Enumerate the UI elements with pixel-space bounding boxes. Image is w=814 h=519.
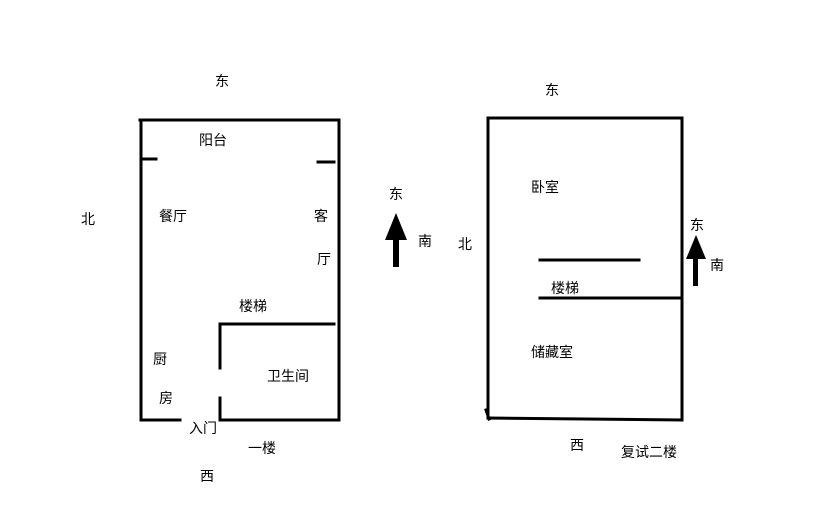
compass-side-label-1f: 南 <box>418 234 432 250</box>
room-dining: 餐厅 <box>159 209 187 225</box>
north-arrow-shaft <box>693 257 698 286</box>
direction-bottom-1f: 西 <box>200 469 214 485</box>
north-arrow-icon <box>385 213 407 240</box>
plan-1f: 东 北 西 阳台 餐厅 客 厅 楼梯 厨 房 卫生间 入门 一楼 东 南 <box>81 74 432 485</box>
room-stairs-1f: 楼梯 <box>239 299 267 315</box>
room-bathroom: 卫生间 <box>267 369 309 385</box>
wall-bottom <box>486 416 684 422</box>
caption-2f: 复试二楼 <box>621 444 677 461</box>
plan-1f-walls <box>138 118 341 422</box>
direction-top-2f: 东 <box>545 83 559 99</box>
wall-corner-tick <box>484 408 491 421</box>
direction-top-1f: 东 <box>215 74 229 90</box>
compass-1f: 东 南 <box>385 187 432 267</box>
caption-1f: 一楼 <box>248 441 276 457</box>
compass-arrow-label-1f: 东 <box>389 187 403 203</box>
room-entrance: 入门 <box>189 421 217 437</box>
direction-left-1f: 北 <box>81 212 95 228</box>
room-balcony: 阳台 <box>199 133 227 149</box>
north-arrow-icon <box>686 235 706 259</box>
room-living-b: 厅 <box>317 252 331 268</box>
plan-2f: 东 北 西 卧室 楼梯 储藏室 复试二楼 东 南 <box>458 83 724 461</box>
room-kitchen-a: 厨 <box>153 352 167 368</box>
room-storage: 储藏室 <box>531 344 573 361</box>
room-kitchen-b: 房 <box>159 391 173 407</box>
direction-left-2f: 北 <box>458 237 472 253</box>
compass-2f: 东 南 <box>686 218 724 286</box>
room-living-a: 客 <box>314 208 328 225</box>
compass-arrow-label-2f: 东 <box>690 218 704 234</box>
direction-bottom-2f: 西 <box>570 438 584 454</box>
plan-2f-walls <box>484 116 684 422</box>
north-arrow-shaft <box>393 238 399 267</box>
room-stairs-2f: 楼梯 <box>551 281 579 297</box>
room-bedroom: 卧室 <box>531 179 559 196</box>
compass-side-label-2f: 南 <box>710 258 724 274</box>
